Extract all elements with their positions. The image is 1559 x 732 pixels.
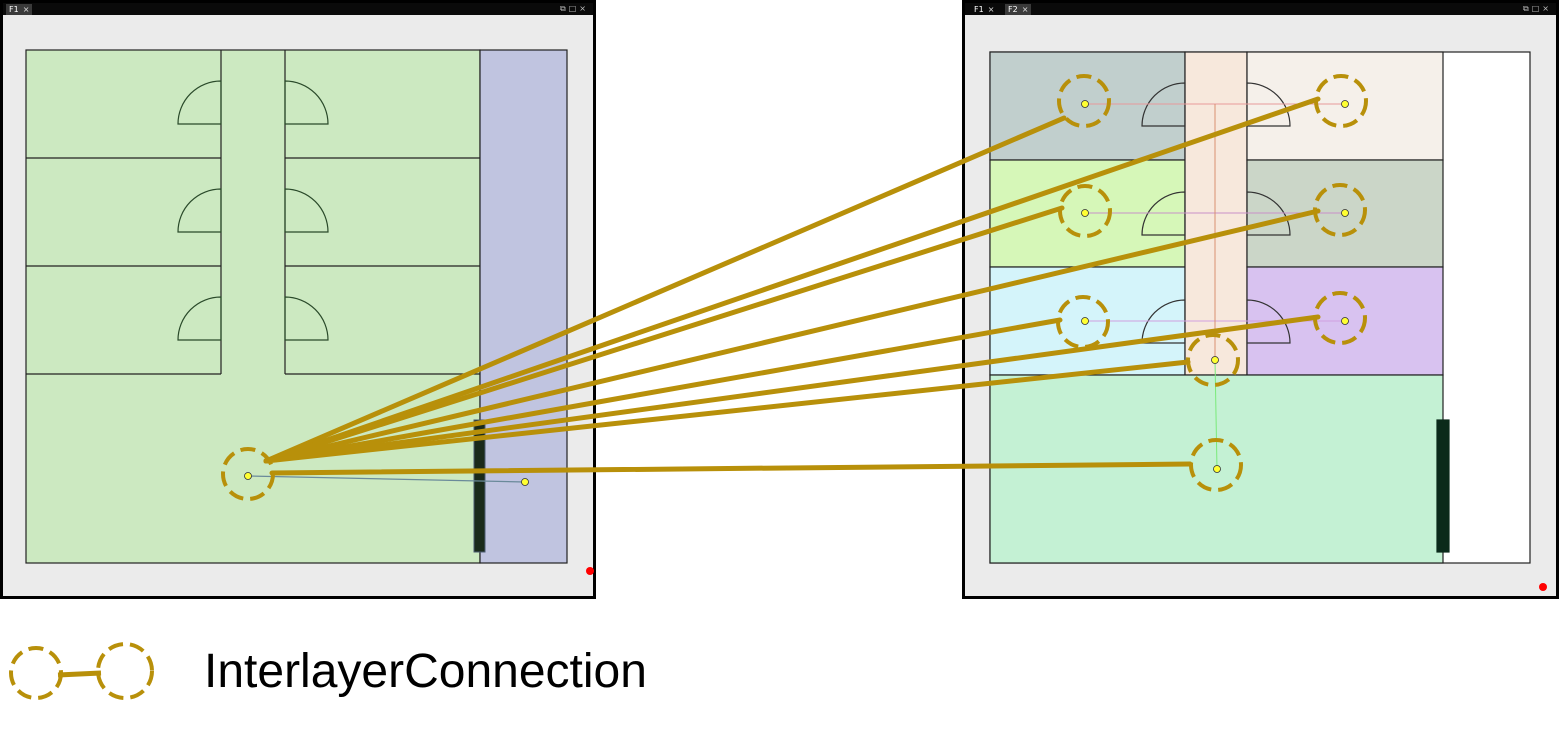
node-f2-room-4[interactable]: [1314, 74, 1368, 128]
door-icon: [284, 80, 329, 125]
interlayer-connection[interactable]: [263, 115, 1067, 464]
tab-f2-label: F2: [1008, 5, 1018, 14]
node-f1-main[interactable]: [221, 447, 275, 501]
node-f2-room-2[interactable]: [1058, 184, 1112, 238]
door-icon: [284, 296, 329, 341]
tab-f1-label: F1: [974, 5, 984, 14]
interlayer-connection[interactable]: [263, 317, 1063, 464]
f1-red-marker: [586, 567, 594, 575]
interlayer-connection[interactable]: [263, 359, 1191, 464]
door-icon: [1246, 82, 1291, 127]
tab-f1-label: F1: [9, 5, 19, 14]
legend-connection-icon: [9, 642, 154, 700]
close-icon[interactable]: ×: [987, 5, 995, 14]
f1-side-room[interactable]: [479, 49, 568, 564]
f1-floorplan: [25, 49, 568, 564]
interlayer-connection[interactable]: [263, 96, 1321, 464]
f2-tab-bar: F1× F2× ⧉□×: [965, 3, 1556, 15]
window-controls-icon[interactable]: ⧉□×: [1523, 4, 1552, 13]
interlayer-connection[interactable]: [263, 314, 1321, 464]
node-f2-main[interactable]: [1189, 438, 1243, 492]
door-icon: [284, 188, 329, 233]
f1-wall-opening: [473, 419, 486, 553]
node-f1-side[interactable]: [521, 478, 529, 486]
door-icon: [177, 80, 222, 125]
door-icon: [1141, 191, 1186, 236]
door-icon: [1246, 299, 1291, 344]
f1-tab-bar: F1× ⧉□×: [3, 3, 593, 15]
close-icon[interactable]: ×: [1021, 5, 1029, 14]
node-f2-room-1[interactable]: [1057, 74, 1111, 128]
f2-floorplan: [989, 51, 1531, 564]
interlayer-connection[interactable]: [269, 461, 1193, 476]
door-icon: [177, 188, 222, 233]
f2-red-marker: [1539, 583, 1547, 591]
interlayer-connection[interactable]: [263, 208, 1321, 464]
f1-transition-edge: [247, 475, 526, 483]
interlayer-connection[interactable]: [263, 205, 1065, 464]
door-icon: [1246, 191, 1291, 236]
node-f2-room-5[interactable]: [1313, 183, 1367, 237]
close-icon[interactable]: ×: [22, 5, 30, 14]
f2-wall-opening: [1436, 419, 1450, 553]
window-controls-icon[interactable]: ⧉□×: [560, 4, 589, 13]
node-f2-room-6[interactable]: [1313, 291, 1367, 345]
graph-nodes: [221, 74, 1368, 501]
tab-f1[interactable]: F1×: [971, 4, 997, 15]
interlayer-connections: [263, 96, 1321, 476]
door-icon: [177, 296, 222, 341]
node-f2-room-3[interactable]: [1056, 295, 1110, 349]
node-f2-corridor[interactable]: [1186, 333, 1240, 387]
door-icon: [1141, 82, 1186, 127]
f1-doors: [177, 80, 329, 341]
tab-f1[interactable]: F1×: [6, 4, 33, 15]
f1-main-room[interactable]: [25, 49, 481, 564]
legend-label: InterlayerConnection: [204, 645, 647, 698]
tab-f2[interactable]: F2×: [1005, 4, 1032, 15]
